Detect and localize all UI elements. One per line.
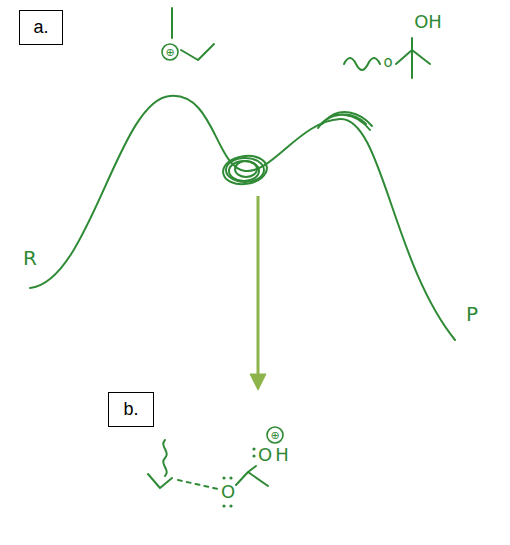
transition-skeleton	[396, 38, 430, 78]
oxygen-label: O	[221, 483, 235, 501]
lone-pair-dot	[222, 476, 225, 479]
hydrogen-label: H	[275, 446, 289, 464]
panel-letter: a.	[33, 18, 48, 38]
alkyl-squiggle	[163, 440, 166, 476]
lone-pair-dot	[252, 454, 255, 457]
oxygen-label: o	[383, 55, 392, 70]
peak-scribble	[318, 112, 372, 130]
oxygen-label: O	[258, 446, 272, 464]
charge-sign: ⊕	[165, 47, 174, 58]
charge-circle	[267, 427, 283, 443]
lone-pair-dot	[229, 476, 232, 479]
partial-bond	[178, 480, 218, 489]
alkyl-squiggle	[344, 58, 380, 70]
reactant-label: R	[23, 248, 37, 268]
carbonyl-skeleton	[236, 466, 268, 486]
panel-label-box: a.	[19, 10, 63, 45]
arrow-head	[250, 374, 266, 390]
hydroxyl-label: OH	[414, 13, 442, 31]
intermediate-circle	[226, 158, 264, 182]
intermediate-circle	[229, 161, 259, 181]
intermediate-circle	[235, 161, 257, 177]
lone-pair-dot	[222, 504, 225, 507]
product-label: P	[466, 304, 478, 324]
zoom-arrow	[257, 196, 260, 376]
alkyl-skeleton	[148, 474, 172, 488]
lone-pair-dot	[229, 504, 232, 507]
panel-letter: b.	[123, 400, 138, 420]
intermediate-circle	[221, 153, 268, 187]
charge-circle	[162, 44, 178, 60]
charge-sign: ⊕	[270, 430, 279, 441]
panel-label-box: b.	[108, 392, 154, 427]
lone-pair-dot	[252, 447, 255, 450]
energy-curve	[30, 96, 455, 340]
